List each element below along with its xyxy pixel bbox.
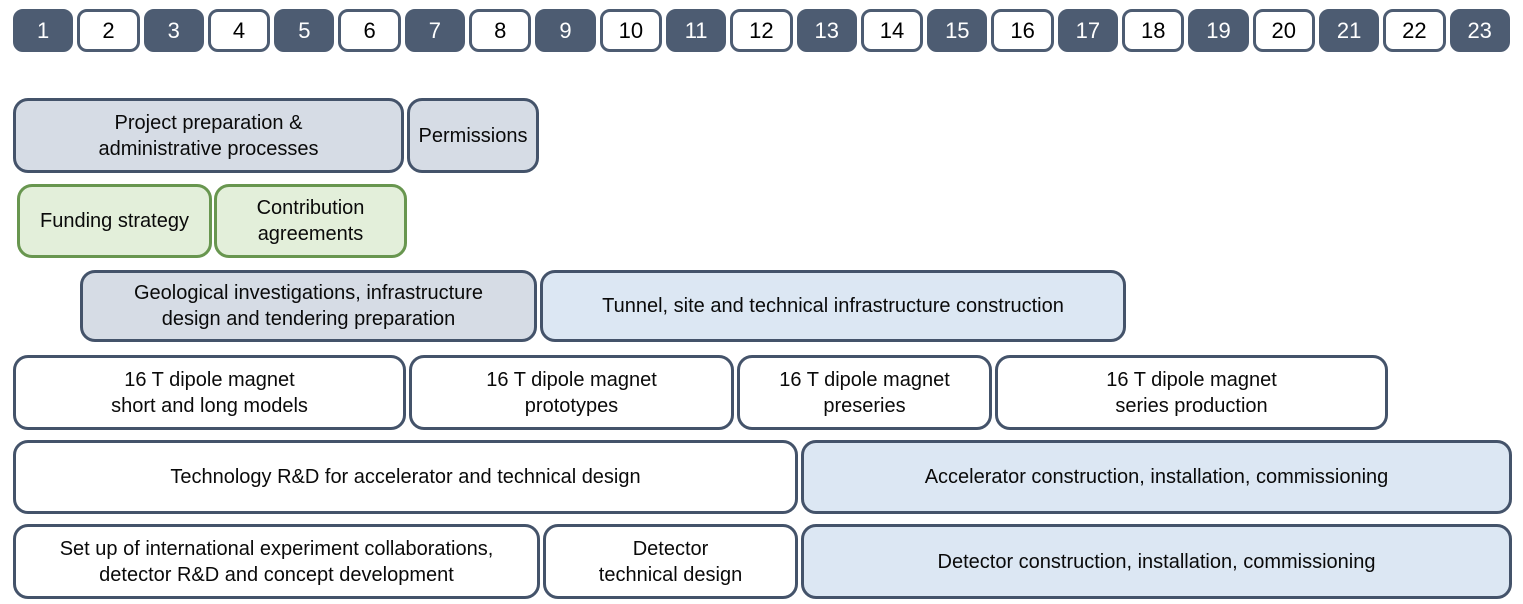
- task-tunnel-construction: Tunnel, site and technical infrastructur…: [540, 270, 1126, 342]
- task-project-preparation: Project preparation & administrative pro…: [13, 98, 404, 173]
- timeline-year-14: 14: [860, 9, 924, 52]
- task-dipole-prototypes: 16 T dipole magnet prototypes: [409, 355, 734, 430]
- task-permissions: Permissions: [407, 98, 539, 173]
- task-label: Tunnel, site and technical infrastructur…: [602, 295, 1064, 317]
- task-geological-investigations: Geological investigations, infrastructur…: [80, 270, 537, 342]
- timeline-year-1: 1: [13, 9, 74, 52]
- timeline-year-4: 4: [207, 9, 271, 52]
- task-dipole-models: 16 T dipole magnet short and long models: [13, 355, 406, 430]
- timeline-year-2: 2: [77, 9, 140, 52]
- task-label: Contribution agreements: [256, 197, 365, 245]
- timeline-year-7: 7: [404, 9, 466, 52]
- task-label: 16 T dipole magnet short and long models: [111, 368, 308, 417]
- timeline-year-13: 13: [796, 9, 857, 52]
- task-experiment-collaborations: Set up of international experiment colla…: [13, 524, 540, 599]
- task-detector-construction: Detector construction, installation, com…: [801, 524, 1512, 599]
- task-label: Geological investigations, infrastructur…: [133, 282, 484, 330]
- timeline-year-11: 11: [665, 9, 727, 52]
- timeline-year-15: 15: [927, 9, 988, 52]
- timeline-year-8: 8: [469, 9, 532, 52]
- timeline-year-18: 18: [1122, 9, 1185, 52]
- timeline-year-17: 17: [1057, 9, 1119, 52]
- timeline-year-20: 20: [1252, 9, 1315, 52]
- timeline-year-19: 19: [1188, 9, 1249, 52]
- timeline-year-23: 23: [1449, 9, 1510, 52]
- task-contribution-agreements: Contribution agreements: [214, 184, 407, 258]
- task-label: Set up of international experiment colla…: [59, 537, 494, 586]
- timeline-year-10: 10: [599, 9, 662, 52]
- task-label: Funding strategy: [40, 210, 189, 232]
- timeline-year-12: 12: [730, 9, 793, 52]
- task-label: 16 T dipole magnet prototypes: [486, 368, 657, 417]
- task-accelerator-construction: Accelerator construction, installation, …: [801, 440, 1512, 514]
- task-label: Detector construction, installation, com…: [937, 550, 1376, 573]
- task-label: Project preparation & administrative pro…: [98, 111, 319, 160]
- timeline-year-6: 6: [338, 9, 401, 52]
- timeline-year-9: 9: [535, 9, 596, 52]
- task-label: 16 T dipole magnet series production: [1106, 368, 1277, 417]
- task-label: Permissions: [418, 124, 528, 147]
- timeline-year-5: 5: [274, 9, 335, 52]
- timeline-year-21: 21: [1318, 9, 1380, 52]
- timeline-year-22: 22: [1383, 9, 1446, 52]
- task-dipole-series-production: 16 T dipole magnet series production: [995, 355, 1388, 430]
- task-label: Accelerator construction, installation, …: [924, 466, 1389, 488]
- task-label: Technology R&D for accelerator and techn…: [170, 466, 641, 488]
- task-detector-technical-design: Detector technical design: [543, 524, 798, 599]
- timeline-year-3: 3: [143, 9, 204, 52]
- task-dipole-preseries: 16 T dipole magnet preseries: [737, 355, 992, 430]
- task-technology-rd: Technology R&D for accelerator and techn…: [13, 440, 798, 514]
- task-funding-strategy: Funding strategy: [17, 184, 212, 258]
- timeline-year-16: 16: [991, 9, 1054, 52]
- task-label: 16 T dipole magnet preseries: [779, 368, 950, 417]
- task-label: Detector technical design: [598, 537, 743, 586]
